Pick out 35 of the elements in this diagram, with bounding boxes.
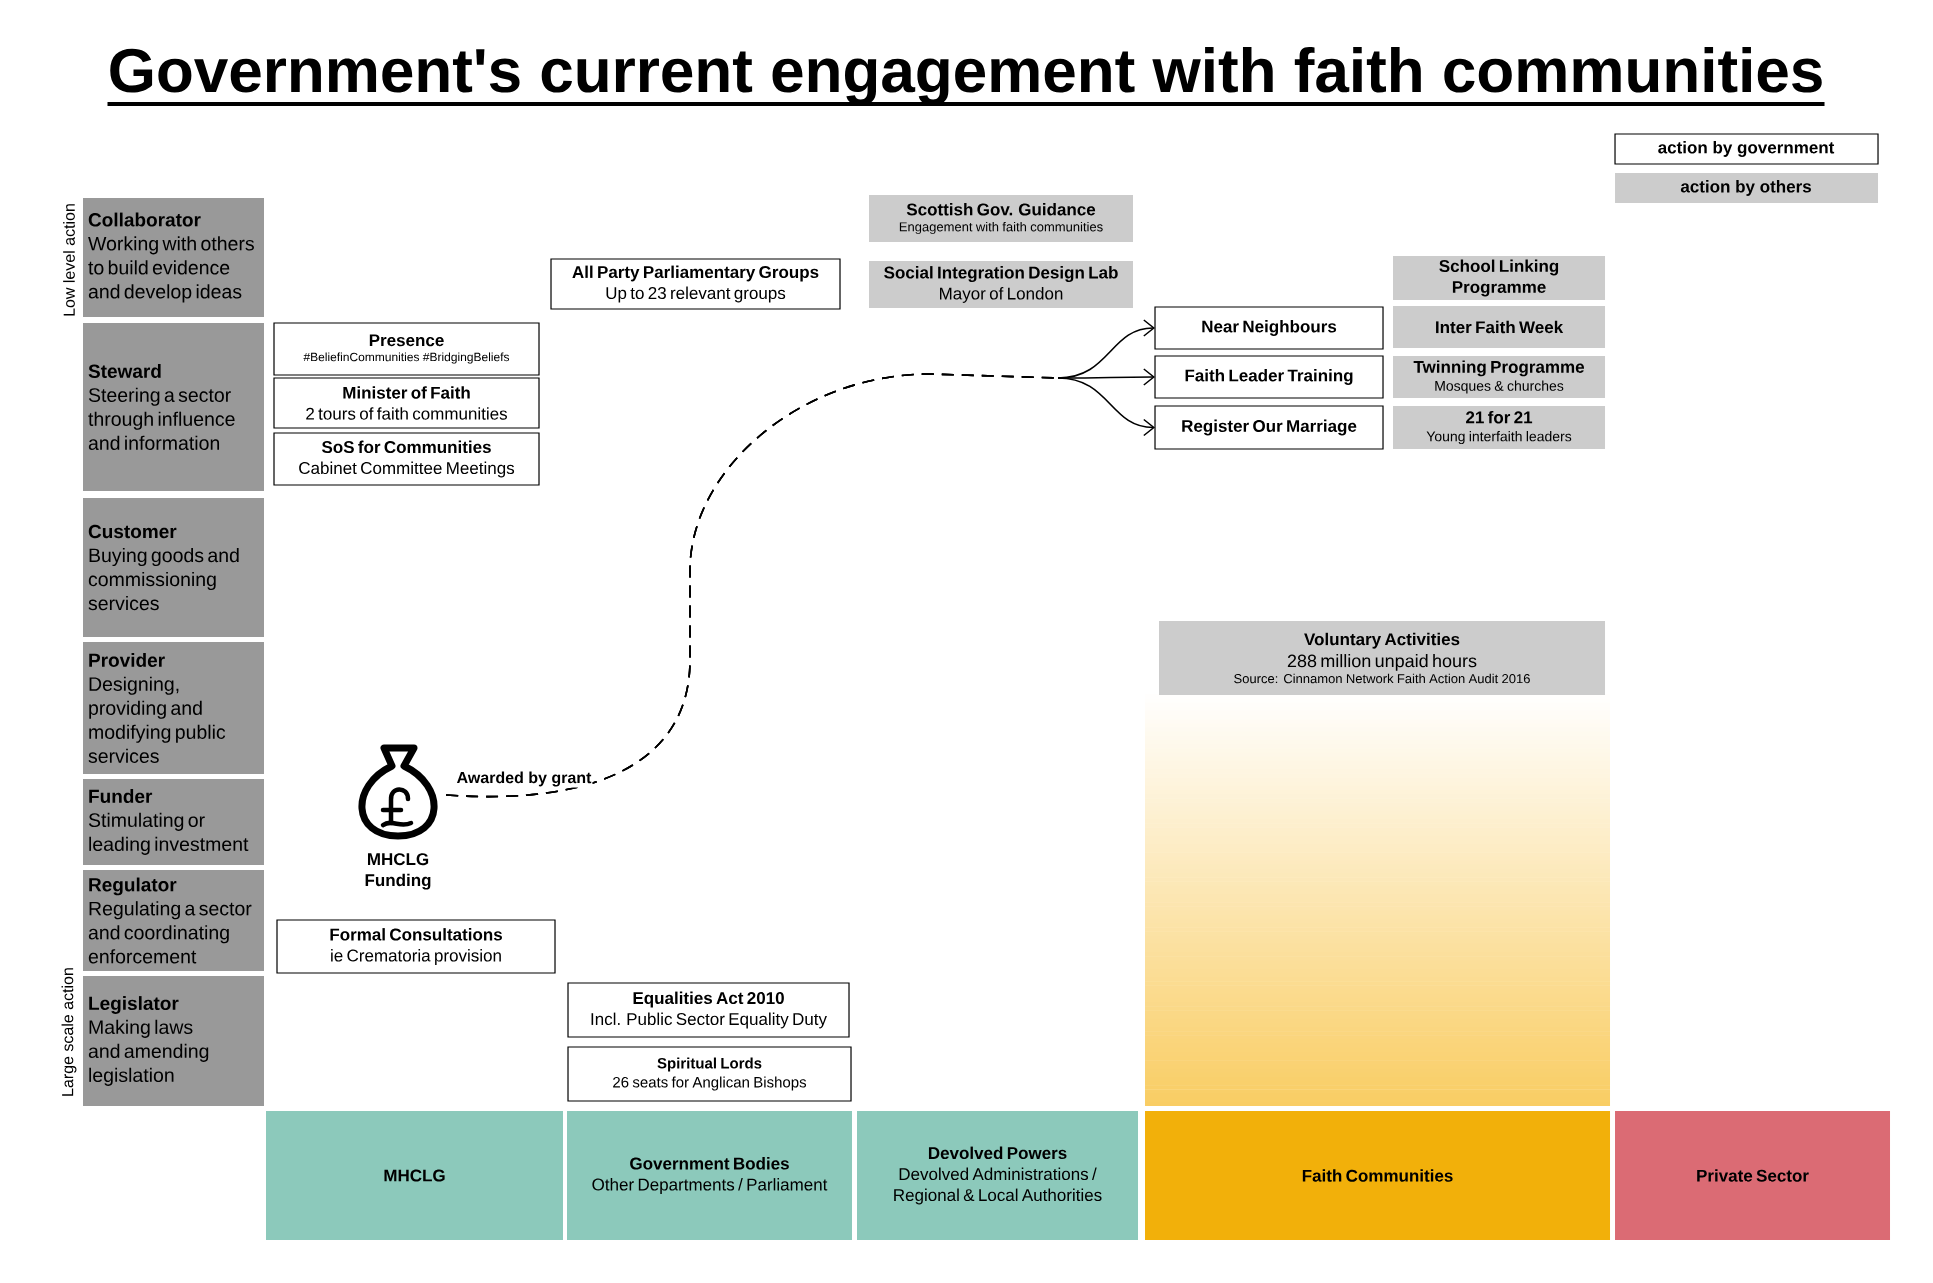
role-box: Customer Buying goods and commissioning services [83,498,264,637]
column-header: Devolved Powers Devolved Administrations / Regional & Local Authorities [857,1111,1138,1240]
government-box: Near Neighbours [1154,306,1384,350]
edge-label: Awarded by grant [457,771,592,787]
column-header: Government Bodies Other Departments / Parliament [567,1111,852,1240]
legend-label: action by government [1658,141,1835,157]
government-box: Equalities Act 2010 Incl. Public Sector Equality Duty [567,982,850,1038]
axis-label: Low level action [63,204,75,316]
column-header: MHCLG [266,1111,563,1240]
role-box: Legislator Making laws and amending legislation [83,976,264,1106]
legend-label: action by others [1680,180,1811,196]
column-header: Faith Communities [1145,1111,1610,1240]
others-box: School Linking Programme [1393,256,1605,300]
government-box: Spiritual Lords 26 seats for Anglican Bishops [567,1046,852,1102]
government-box: Register Our Marriage [1154,405,1384,450]
government-box: Formal Consultations ie Crematoria provision [276,919,556,974]
others-box: Social Integration Design Lab Mayor of London [869,261,1133,308]
role-box: Provider Designing, providing and modifying public services [83,642,264,774]
others-box: 21 for 21 Young interfaith leaders [1393,406,1605,449]
others-box: Twinning Programme Mosques & churches [1393,356,1605,398]
column-header: Private Sector [1615,1111,1890,1240]
government-box: Presence #BeliefinCommunities #BridgingBeliefs [273,322,540,376]
role-box: Steward Steering a sector through influence and information [83,323,264,491]
others-box: Voluntary Activities 288 million unpaid hours Source: Cinnamon Network Faith Action Audit 2016 [1159,621,1605,695]
government-box: Minister of Faith 2 tours of faith communities [273,377,540,429]
title: Government's current engagement with faith communities [107,47,1825,106]
role-box: Funder Stimulating or leading investment [83,779,264,865]
government-box: Faith Leader Training [1154,355,1384,399]
government-box: SoS for Communities Cabinet Committee Meetings [273,432,540,486]
others-box: Scottish Gov. Guidance Engagement with faith communities [869,195,1133,242]
role-box: Collaborator Working with others to build evidence and develop ideas [83,198,264,317]
role-box: Regulator Regulating a sector and coordinating enforcement [83,870,264,971]
axis-label: Large scale action [61,968,77,1096]
government-box: All Party Parliamentary Groups Up to 23 relevant groups [550,258,841,310]
others-box: Inter Faith Week [1393,306,1605,348]
